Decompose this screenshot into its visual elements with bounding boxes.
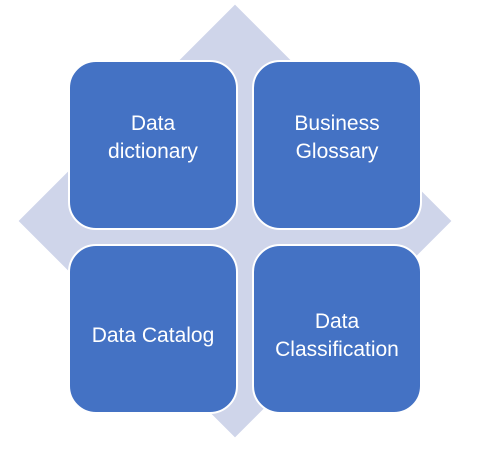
tile-label: Data Catalog <box>91 324 215 347</box>
tile-business-glossary: Business Glossary <box>252 60 422 230</box>
tile-label: Business Glossary <box>294 112 380 163</box>
tile-label: Data dictionary <box>108 112 198 163</box>
tile-label: Data Classification <box>275 310 399 361</box>
tile-data-classification: Data Classification <box>252 244 422 414</box>
tile-data-dictionary: Data dictionary <box>68 60 238 230</box>
tile-data-catalog: Data Catalog <box>68 244 238 414</box>
